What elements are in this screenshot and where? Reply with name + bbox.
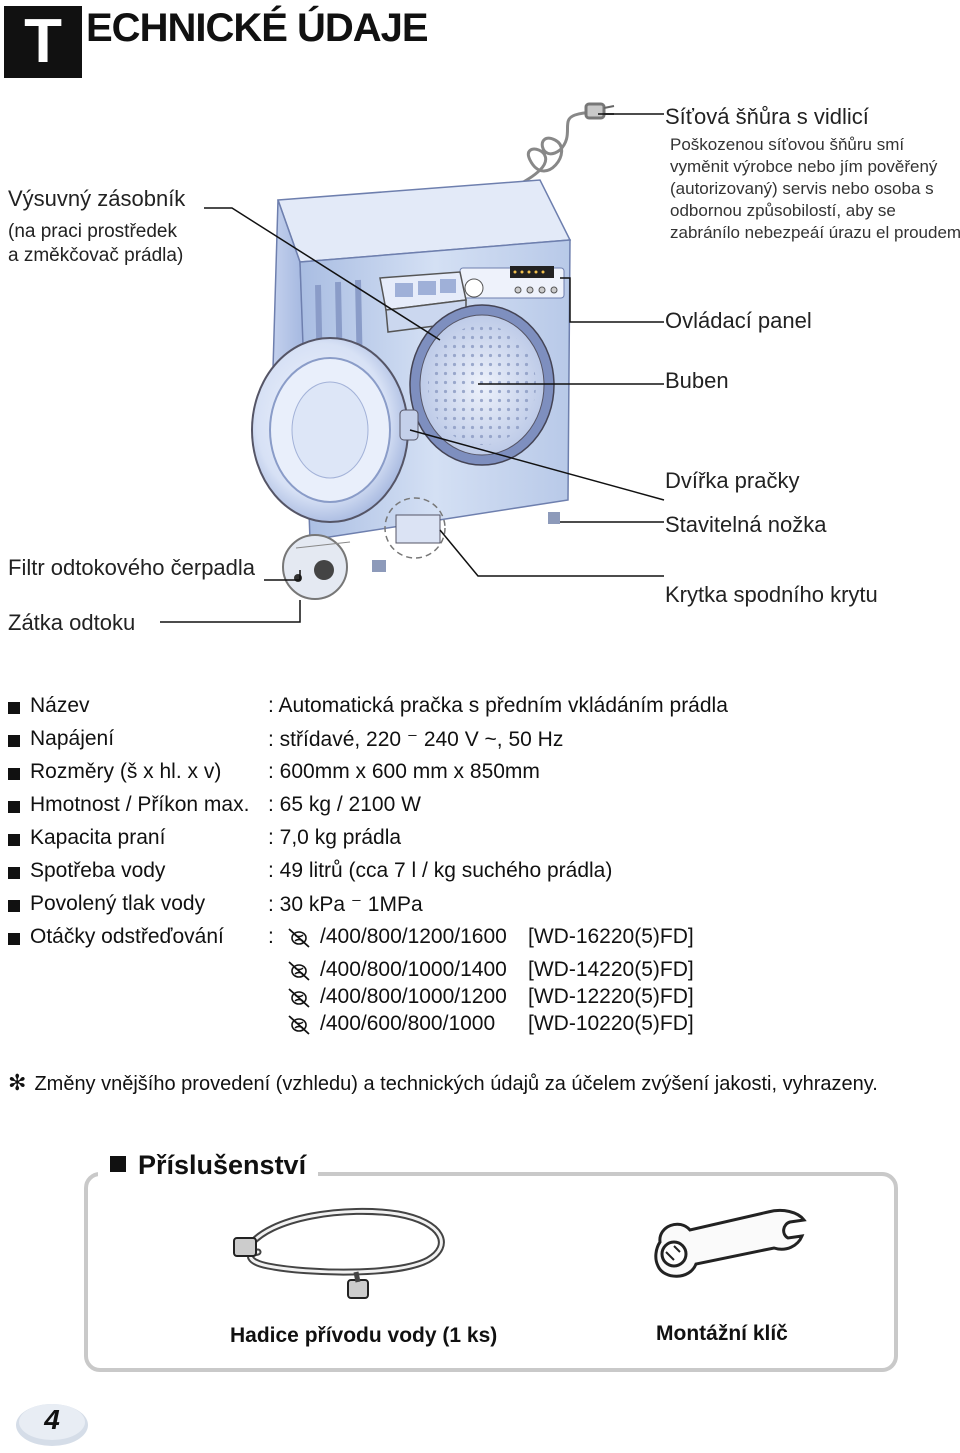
spec-value: : 65 kg / 2100 W bbox=[268, 793, 421, 816]
power-cord-note-line: Poškozenou síťovou šňůru smí bbox=[670, 135, 905, 154]
lower-cover-label: Krytka spodního krytu bbox=[665, 582, 878, 607]
spec-value: : 30 kPa ⁻ 1MPa bbox=[268, 893, 423, 916]
accessories-heading: Příslušenství bbox=[98, 1150, 319, 1181]
spec-key: Povolený tlak vody bbox=[30, 892, 206, 915]
drum-graphic bbox=[409, 304, 555, 466]
power-cord-note-line: odbornou způsobilostí, aby se bbox=[670, 201, 896, 220]
drawer-sublabel-line: (na praci prostředek bbox=[8, 221, 177, 242]
spec-value: : střídavé, 220 ⁻ 240 V ~, 50 Hz bbox=[268, 728, 564, 751]
drum-label: Buben bbox=[665, 368, 729, 393]
model-number: [WD-14220(5)FD] bbox=[528, 958, 694, 981]
spec-value: : Automatická pračka s předním vkládáním… bbox=[268, 694, 728, 717]
page-number: 4 bbox=[44, 1404, 60, 1435]
bullet-square-icon bbox=[8, 834, 20, 846]
spec-value: : 49 litrů (cca 7 l / kg suchého prádla) bbox=[268, 859, 613, 882]
spec-value: : 7,0 kg prádla bbox=[268, 826, 402, 849]
model-number: [WD-12220(5)FD] bbox=[528, 985, 694, 1008]
bullet-square-icon bbox=[8, 867, 20, 879]
drawer-sublabel: (na praci prostředek a změkčovač prádla) bbox=[8, 220, 183, 268]
spec-key: Rozměry (š x hl. x v) bbox=[30, 760, 222, 783]
no-spin-icon bbox=[288, 1015, 310, 1035]
model-number: [WD-16220(5)FD] bbox=[528, 925, 694, 948]
drawer-label: Výsuvný zásobník bbox=[8, 186, 186, 211]
bullet-square-icon bbox=[8, 768, 20, 780]
bullet-square-icon bbox=[8, 801, 20, 813]
spec-key: Název bbox=[30, 694, 90, 717]
no-spin-icon bbox=[288, 928, 310, 948]
spin-speeds: /400/800/1200/1600 bbox=[320, 925, 507, 948]
spin-speeds: /400/600/800/1000 bbox=[320, 1012, 496, 1035]
wrench-icon bbox=[654, 1208, 807, 1278]
spec-key: Napájení bbox=[30, 727, 115, 750]
hose-label: Hadice přívodu vody (1 ks) bbox=[230, 1324, 498, 1347]
spin-speeds: /400/800/1000/1200 bbox=[320, 985, 507, 1008]
asterisk-icon: ✻ bbox=[8, 1070, 27, 1095]
spec-key: Spotřeba vody bbox=[30, 859, 166, 882]
control-panel-label: Ovládací panel bbox=[665, 308, 812, 333]
spin-speed-table: /400/800/1200/1600 [WD-16220(5)FD] /400/… bbox=[286, 925, 766, 1045]
accessories-title: Příslušenství bbox=[138, 1150, 307, 1180]
drain-plug-label: Zátka odtoku bbox=[8, 610, 136, 635]
door-label: Dvířka pračky bbox=[665, 468, 800, 493]
bullet-square-icon bbox=[8, 933, 20, 945]
disclaimer-note: ✻ Změny vnějšího provedení (vzhledu) a te… bbox=[8, 1070, 878, 1096]
accessories-box bbox=[84, 1172, 898, 1372]
spin-speeds: /400/800/1000/1400 bbox=[320, 958, 507, 981]
pump-filter-inset bbox=[282, 534, 351, 600]
page-number-badge bbox=[16, 1404, 88, 1446]
base-graphic bbox=[372, 497, 560, 572]
spec-value: : 600mm x 600 mm x 850mm bbox=[268, 760, 540, 783]
bullet-square-icon bbox=[8, 900, 20, 912]
bullet-square-icon bbox=[110, 1156, 126, 1172]
callout-lines bbox=[160, 113, 665, 623]
no-spin-icon bbox=[288, 988, 310, 1008]
drawer-sublabel-line: a změkčovač prádla) bbox=[8, 245, 184, 266]
bullet-square-icon bbox=[8, 702, 20, 714]
bullet-square-icon bbox=[8, 735, 20, 747]
washing-machine-illustration bbox=[160, 102, 665, 623]
section-initial: T bbox=[4, 6, 82, 78]
spec-key: Otáčky odstřeďování bbox=[30, 925, 224, 948]
control-panel-graphic bbox=[459, 266, 565, 299]
wrench-label: Montážní klíč bbox=[656, 1322, 788, 1345]
spec-key: Kapacita praní bbox=[30, 826, 166, 849]
model-number: [WD-10220(5)FD] bbox=[528, 1012, 694, 1035]
power-cord-note-line: (autorizovaný) servis nebo osoba s bbox=[670, 179, 934, 198]
disclaimer-text: Změny vnějšího provedení (vzhledu) a tec… bbox=[34, 1073, 878, 1095]
power-cord-note: Poškozenou síťovou šňůru smí vyměnit výr… bbox=[670, 134, 960, 244]
page-title: ECHNICKÉ ÚDAJE bbox=[86, 6, 429, 50]
no-spin-icon bbox=[288, 961, 310, 981]
pump-filter-label: Filtr odtokového čerpadla bbox=[8, 555, 256, 580]
foot-label: Stavitelná nožka bbox=[665, 512, 827, 537]
spec-value: : bbox=[268, 925, 274, 948]
spec-key: Hmotnost / Příkon max. bbox=[30, 793, 250, 816]
power-cord-label: Síťová šňůra s vidlicí bbox=[665, 104, 869, 129]
open-door-graphic bbox=[251, 337, 419, 523]
power-cord-note-line: zabránílo nebezpeáí úrazu el proudem. bbox=[670, 223, 960, 242]
power-cord-note-line: vyměnit výrobce nebo jím pověřený bbox=[670, 157, 938, 176]
hose-icon bbox=[233, 1207, 445, 1299]
